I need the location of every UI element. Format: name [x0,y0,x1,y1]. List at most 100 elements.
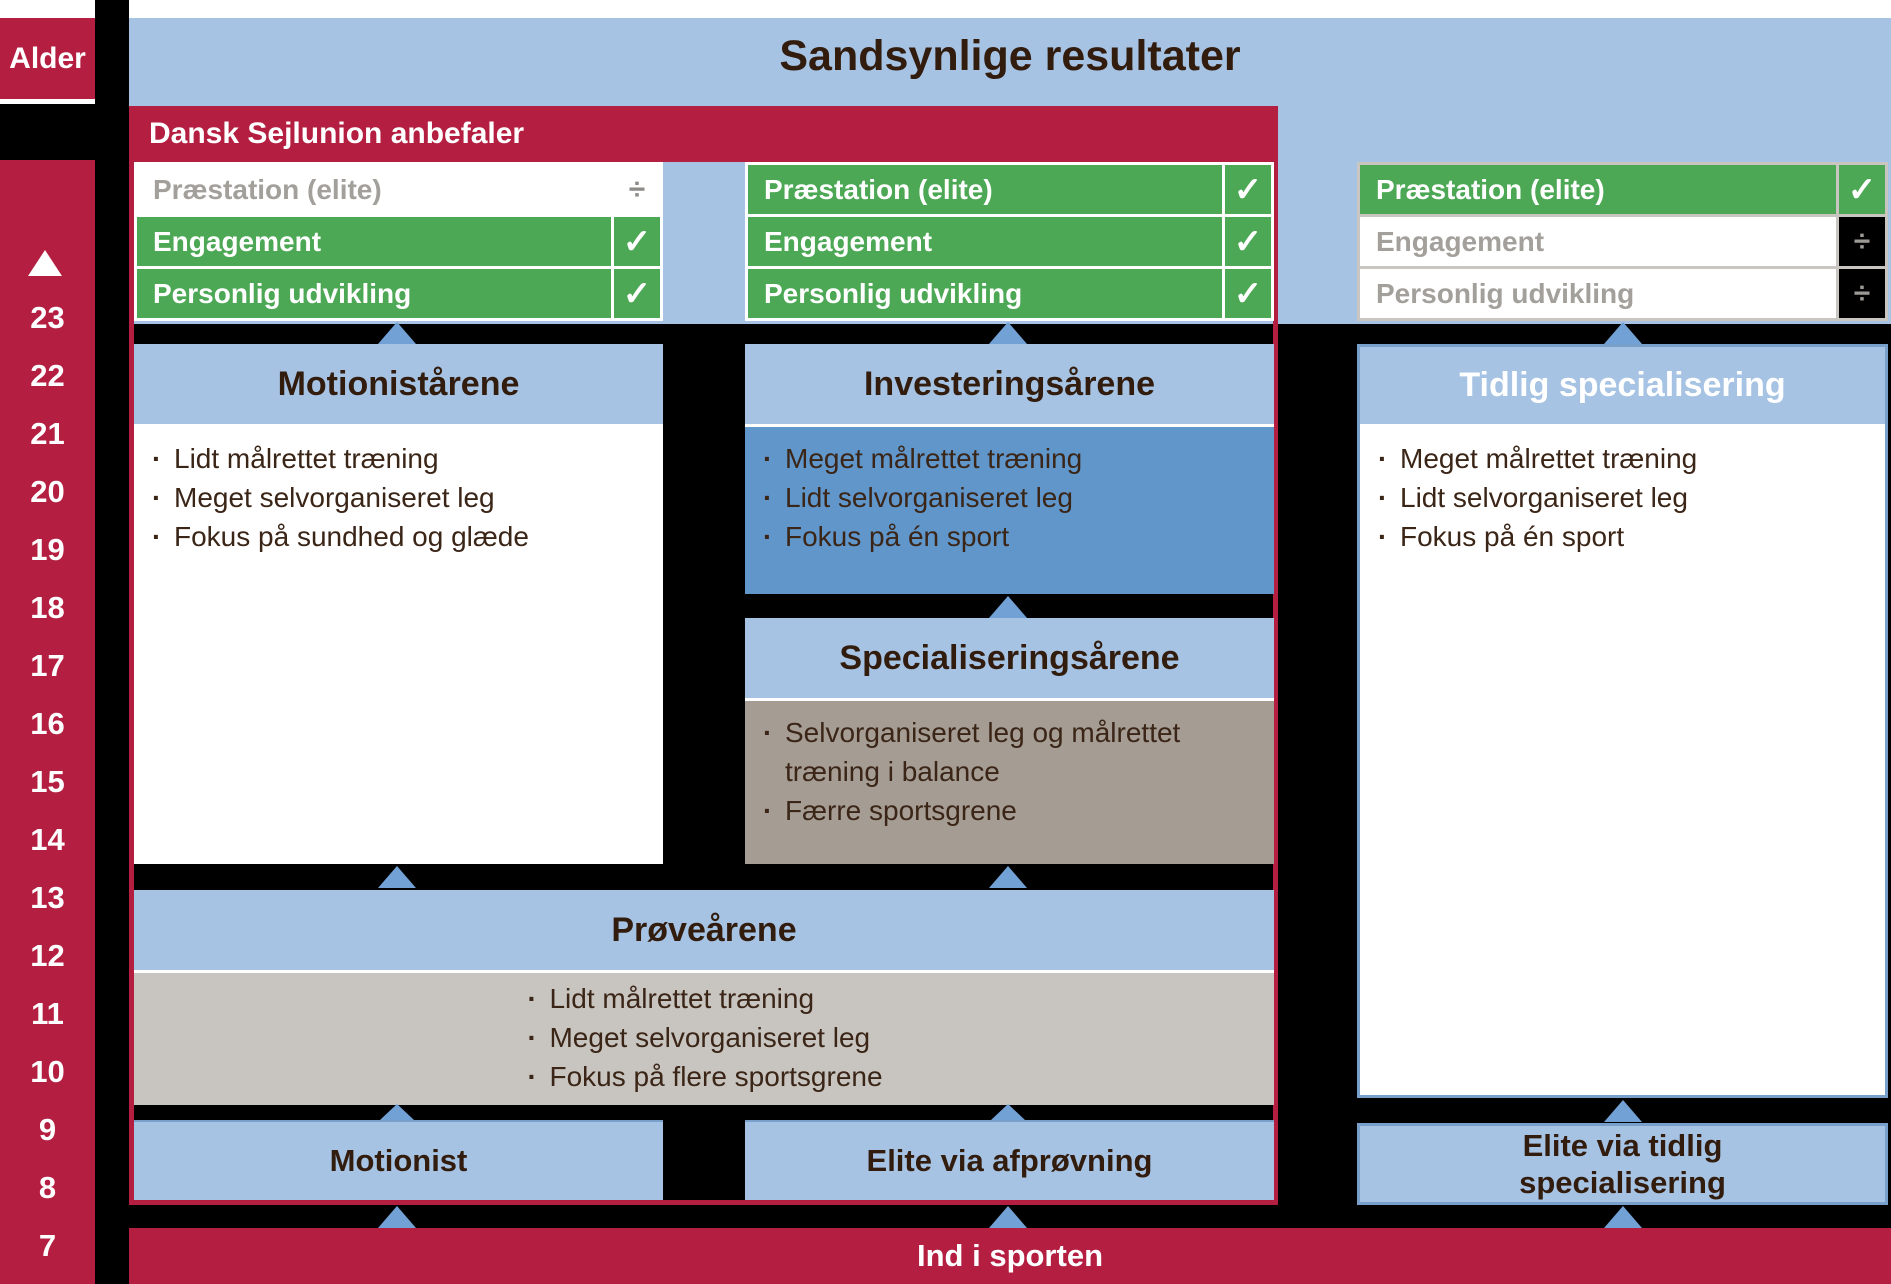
recommendation-label: Dansk Sejlunion anbefaler [149,117,525,150]
phase-header-investeringsaarene: Investeringsårene [745,344,1274,427]
age-tick: 7 [38,1228,57,1263]
phase-body-specialiseringsaarene: Selvorganiseret leg og målrettet træning… [745,701,1274,864]
outcome-label: Personlig udvikling [748,269,1222,318]
flow-arrow-icon [378,1206,416,1228]
check-icon: ✓ [614,269,660,318]
result-elite-tidlig-label: Elite via tidlig specialisering [1519,1128,1726,1200]
page-title: Sandsynlige resultater [779,32,1241,80]
outcome-label: Engagement [1360,217,1836,266]
bullet-item: Meget målrettet træning [1376,439,1885,478]
age-tick: 16 [30,706,65,741]
flow-arrow-icon [1604,322,1642,344]
phase-body-tidlig-specialisering: Meget målrettet træning Lidt selvorganis… [1360,427,1885,556]
outcomes-column-motionist: Præstation (elite) ÷ Engagement ✓ Person… [134,162,663,321]
outcome-row: Personlig udvikling ✓ [748,269,1271,318]
flow-arrow-icon [991,1104,1025,1120]
age-tick: 17 [30,648,65,683]
result-elite-afproevning: Elite via afprøvning [745,1120,1274,1200]
age-tick: 21 [30,416,65,451]
divide-icon: ÷ [614,165,660,214]
check-icon: ✓ [1839,165,1885,214]
entry-band-label: Ind i sporten [917,1238,1103,1273]
phase-header-motionistaarene: Motionistårene [134,344,663,427]
age-tick: 19 [30,532,65,567]
bullet-item: Fokus på sundhed og glæde [150,517,663,556]
bullet-item: Færre sportsgrene [761,791,1241,830]
bullet-item: Meget selvorganiseret leg [150,478,663,517]
outcome-row: Engagement ✓ [748,217,1271,266]
entry-band: Ind i sporten [129,1228,1891,1284]
phase-header-specialiseringsaarene: Specialiseringsårene [745,618,1274,701]
outcome-label: Personlig udvikling [1360,269,1836,318]
phase-body-motionistaarene: Lidt målrettet træning Meget selvorganis… [134,427,663,864]
outcome-row: Personlig udvikling ÷ [1360,269,1885,318]
outcome-row: Personlig udvikling ✓ [137,269,660,318]
flow-arrow-icon [378,322,416,344]
divide-icon: ÷ [1839,269,1885,318]
outcomes-column-tidlig: Præstation (elite) ✓ Engagement ÷ Person… [1357,162,1888,321]
flow-arrow-icon [380,1104,414,1120]
bullet-item: Lidt selvorganiseret leg [1376,478,1885,517]
age-tick: 13 [30,880,65,915]
age-tick: 9 [38,1112,57,1147]
outcome-label: Engagement [137,217,611,266]
check-icon: ✓ [1225,269,1271,318]
bullet-item: Meget målrettet træning [761,439,1274,478]
age-tick: 11 [31,996,64,1031]
age-tick: 8 [38,1170,57,1205]
phase-box-tidlig-specialisering: Tidlig specialisering Meget målrettet tr… [1357,344,1888,1098]
flow-arrow-icon [1604,1100,1642,1122]
result-motionist: Motionist [134,1120,663,1200]
outcome-row: Engagement ✓ [137,217,660,266]
flow-arrow-icon [1604,1206,1642,1228]
bullet-item: Lidt målrettet træning [150,439,663,478]
flow-arrow-icon [989,1206,1027,1228]
frame-right [1273,162,1278,1205]
bullet-item: Meget selvorganiseret leg [525,1018,882,1057]
outcome-row: Præstation (elite) ÷ [137,165,660,214]
phase-header-proeveaarene: Prøveårene [134,890,1274,973]
outcome-label: Engagement [748,217,1222,266]
flow-arrow-icon [989,322,1027,344]
age-tick: 10 [30,1054,65,1089]
age-axis-labels: 23 22 21 20 19 18 17 16 15 14 13 12 11 1… [0,302,95,1262]
flow-arrow-icon [989,596,1027,618]
check-icon: ✓ [1225,165,1271,214]
check-icon: ✓ [614,217,660,266]
age-axis [0,160,95,1284]
age-tick: 15 [30,764,65,799]
outcome-label: Præstation (elite) [748,165,1222,214]
outcome-label: Præstation (elite) [137,165,611,214]
bullet-item: Fokus på én sport [761,517,1274,556]
age-tick: 23 [30,300,65,335]
outcomes-column-afproevning: Præstation (elite) ✓ Engagement ✓ Person… [745,162,1274,321]
age-tick: 12 [30,938,65,973]
outcome-row: Engagement ÷ [1360,217,1885,266]
bullet-item: Fokus på én sport [1376,517,1885,556]
result-elite-tidlig: Elite via tidlig specialisering [1357,1123,1888,1205]
outcome-label: Præstation (elite) [1360,165,1836,214]
frame-bottom [129,1200,1278,1205]
outcome-row: Præstation (elite) ✓ [1360,165,1885,214]
bullet-item: Lidt selvorganiseret leg [761,478,1274,517]
phase-body-investeringsaarene: Meget målrettet træning Lidt selvorganis… [745,427,1274,594]
check-icon: ✓ [1225,217,1271,266]
age-tick: 18 [30,590,65,625]
up-arrow-icon [28,250,62,276]
phase-header-tidlig-specialisering: Tidlig specialisering [1360,347,1885,427]
age-axis-header: Alder [0,18,95,104]
flow-arrow-icon [378,866,416,888]
bullet-item: Lidt målrettet træning [525,979,882,1018]
outcome-label: Personlig udvikling [137,269,611,318]
age-tick: 22 [30,358,65,393]
age-tick: 14 [30,822,65,857]
frame-left [129,162,134,1205]
divide-icon: ÷ [1839,217,1885,266]
age-tick: 20 [30,474,65,509]
phase-body-proeveaarene: Lidt målrettet træning Meget selvorganis… [134,973,1274,1105]
bullet-item: Fokus på flere sportsgrene [525,1057,882,1096]
vertical-divider [95,0,129,1284]
bullet-item: Selvorganiseret leg og målrettet træning… [761,713,1241,791]
recommendation-band: Dansk Sejlunion anbefaler [129,106,1278,162]
